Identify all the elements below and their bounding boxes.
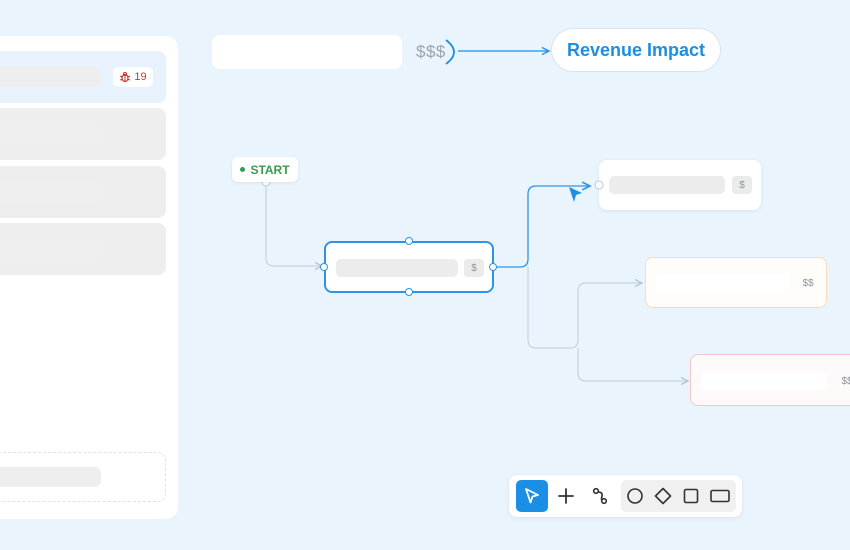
node-placeholder bbox=[701, 372, 827, 390]
resize-handle-right[interactable] bbox=[489, 263, 497, 271]
start-dot-icon bbox=[240, 167, 246, 172]
flow-node-red[interactable]: $$ bbox=[690, 354, 850, 406]
circle-shape-button[interactable] bbox=[621, 480, 649, 512]
revenue-impact-node[interactable]: Revenue Impact bbox=[551, 28, 721, 72]
plus-icon bbox=[558, 488, 574, 504]
sidebar-row-placeholder bbox=[0, 67, 100, 87]
flow-node-top[interactable]: $ bbox=[599, 160, 761, 210]
circle-icon bbox=[627, 488, 643, 504]
square-icon bbox=[683, 488, 699, 504]
cost-label: $$$ bbox=[416, 42, 446, 61]
bug-count-badge: 19 bbox=[113, 67, 153, 87]
sidebar-row-placeholder bbox=[0, 124, 100, 144]
start-label: START bbox=[250, 162, 290, 177]
input-port-icon[interactable] bbox=[594, 180, 604, 190]
bug-icon bbox=[120, 71, 131, 83]
sidebar-row-placeholder bbox=[0, 182, 100, 202]
cursor-icon bbox=[569, 187, 582, 202]
flow-node-selected[interactable]: $ bbox=[324, 241, 494, 293]
node-price-badge: $ bbox=[732, 176, 752, 194]
add-tool-button[interactable] bbox=[550, 480, 582, 512]
resize-handle-bottom[interactable] bbox=[405, 288, 413, 296]
resize-handle-top[interactable] bbox=[405, 237, 413, 245]
diamond-shape-button[interactable] bbox=[649, 480, 677, 512]
node-price-badge: $$ bbox=[802, 277, 814, 289]
sidebar-panel: 19 bbox=[0, 36, 178, 519]
sidebar-row[interactable] bbox=[0, 166, 166, 218]
square-shape-button[interactable] bbox=[677, 480, 705, 512]
cost-input[interactable] bbox=[212, 35, 402, 69]
node-placeholder bbox=[609, 176, 725, 194]
sidebar-row[interactable] bbox=[0, 108, 166, 160]
selected-to-top-connector bbox=[494, 186, 590, 268]
select-tool-button[interactable] bbox=[516, 480, 548, 512]
node-price-badge: $ bbox=[464, 259, 484, 277]
rectangle-shape-button[interactable] bbox=[705, 480, 735, 512]
pointer-icon bbox=[525, 488, 539, 504]
canvas-toolbar bbox=[509, 475, 742, 517]
diamond-icon bbox=[654, 487, 672, 505]
node-placeholder bbox=[336, 259, 458, 277]
shape-tool-group bbox=[621, 480, 736, 512]
rectangle-icon bbox=[710, 489, 730, 503]
selected-to-branch-connector bbox=[527, 267, 642, 349]
bug-count: 19 bbox=[134, 71, 147, 83]
flow-node-orange[interactable]: $$ bbox=[645, 257, 827, 308]
sidebar-row[interactable] bbox=[0, 223, 166, 275]
branch-to-red-connector bbox=[577, 348, 688, 381]
connector-icon bbox=[592, 487, 608, 505]
connector-tool-button[interactable] bbox=[584, 480, 616, 512]
cost-bracket bbox=[445, 39, 455, 65]
sidebar-row-active[interactable]: 19 bbox=[0, 51, 166, 103]
node-price-badge: $$ bbox=[841, 375, 850, 387]
sidebar-dropzone[interactable] bbox=[0, 452, 166, 502]
sidebar-row-placeholder bbox=[0, 239, 100, 259]
node-placeholder bbox=[656, 274, 790, 292]
start-connector bbox=[265, 182, 322, 266]
dropzone-placeholder bbox=[0, 467, 101, 487]
start-node[interactable]: START bbox=[232, 157, 298, 182]
resize-handle-left[interactable] bbox=[320, 263, 328, 271]
